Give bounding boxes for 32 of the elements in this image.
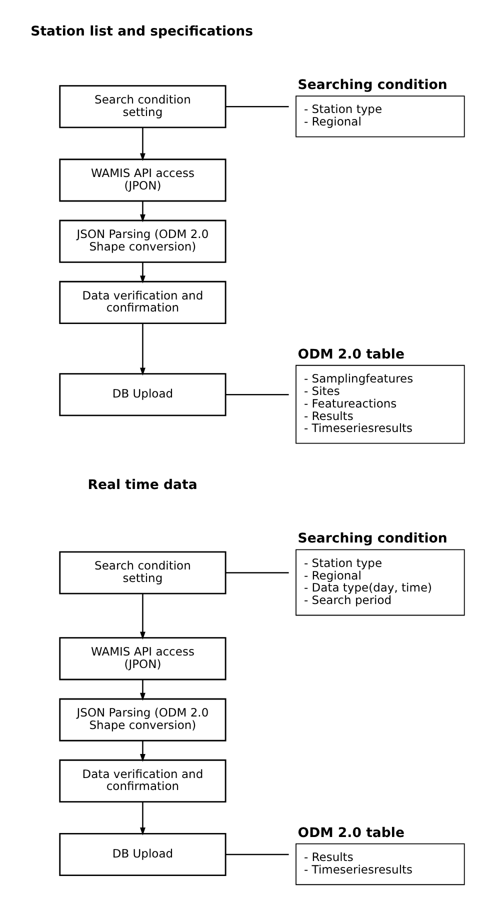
connector: [226, 394, 289, 396]
connector: [226, 854, 289, 856]
arrow: [140, 323, 146, 376]
node-box: JSON Parsing (ODM 2.0 Shape conversion): [59, 220, 226, 263]
node-box: - Station type - Regional - Data type(day, time) - Search period: [296, 549, 465, 616]
node-box: DB Upload: [59, 832, 226, 876]
node-label: ODM 2.0 table: [298, 347, 404, 362]
node-box: Search condition setting: [59, 551, 226, 594]
connector: [226, 106, 289, 108]
node-box: - Samplingfeatures - Sites - Featureactions - Results - Timeseriesresults: [296, 364, 465, 444]
arrow: [140, 740, 146, 762]
node-box: WAMIS API access (JPON): [59, 158, 226, 202]
arrow: [140, 201, 146, 222]
node-label: ODM 2.0 table: [298, 826, 404, 841]
connector: [226, 572, 289, 574]
node-box: - Results - Timeseriesresults: [296, 843, 465, 886]
label: Real time data: [88, 478, 198, 493]
node-box: DB Upload: [59, 373, 226, 416]
arrow: [140, 594, 146, 640]
node-label: Searching condition: [298, 78, 448, 93]
label: Station list and specifications: [30, 24, 254, 40]
node-box: WAMIS API access (JPON): [59, 637, 226, 680]
node-label: Searching condition: [298, 532, 448, 547]
node-box: - Station type - Regional: [296, 96, 465, 138]
arrow: [140, 128, 146, 162]
node-box: Data verification and confirmation: [59, 759, 226, 802]
arrow: [140, 802, 146, 836]
arrow: [140, 680, 146, 701]
node-box: JSON Parsing (ODM 2.0 Shape conversion): [59, 698, 226, 742]
node-box: Search condition setting: [59, 85, 226, 128]
node-box: Data verification and confirmation: [59, 280, 226, 324]
arrow: [140, 262, 146, 284]
